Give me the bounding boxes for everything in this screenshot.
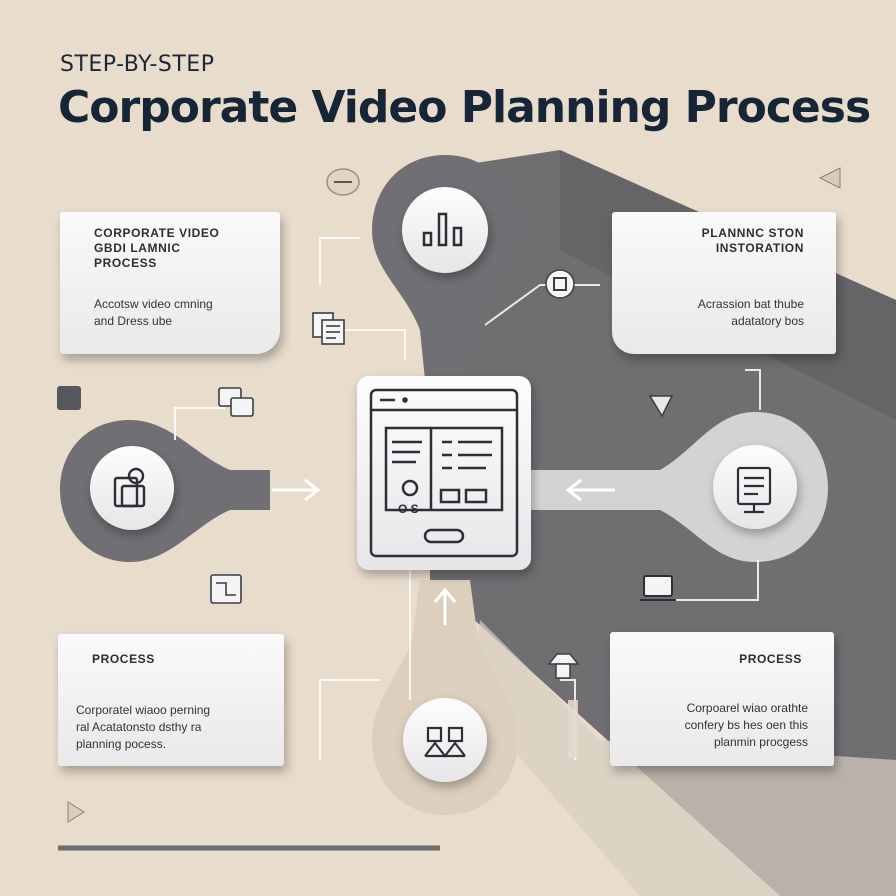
funnel-icon (648, 395, 674, 418)
flow-doc-icon (210, 574, 242, 604)
lamp-icon (547, 653, 580, 679)
card-top-right: PLANNNC STON INSTORATION Acrassion bat t… (612, 212, 836, 354)
card-heading: CORPORATE VIDEO GBDI LAMNIC PROCESS (94, 226, 220, 270)
document-icon (736, 466, 772, 514)
card-body: Acrassion bat thube adatatory bos (697, 297, 804, 328)
arrow-marker-icon (818, 167, 841, 189)
card-body: Corpoarel wiao orathte confery bs hes oe… (684, 701, 808, 749)
center-screen-icon (369, 388, 519, 558)
cup-icon (545, 269, 575, 299)
documents-icon (312, 312, 345, 345)
media-files-icon (113, 467, 146, 508)
center-label: O S (398, 502, 419, 516)
kicker-text: STEP-BY-STEP (60, 52, 215, 77)
left-circle (90, 446, 174, 530)
card-body: Accotsw video cmning and Dress ube (94, 297, 213, 328)
arrow-right-to-center (565, 478, 615, 502)
page-title: Corporate Video Planning Process (58, 82, 871, 133)
card-top-left: CORPORATE VIDEO GBDI LAMNIC PROCESS Acco… (60, 212, 280, 354)
slides-icon (57, 386, 81, 410)
chat-icon (218, 387, 254, 417)
arrow-left-to-center (272, 478, 321, 502)
bar-chart-icon (422, 212, 463, 247)
card-bottom-right: PROCESS Corpoarel wiao orathte confery b… (610, 632, 834, 766)
users-icon (424, 726, 466, 758)
card-heading: PROCESS (739, 652, 802, 666)
card-bottom-left: PROCESS Corporatel wiaoo perning ral Aca… (58, 634, 284, 766)
monitor-icon (640, 575, 676, 601)
play-icon (67, 801, 85, 823)
center-device (357, 376, 531, 570)
card-heading: PROCESS (92, 652, 155, 666)
card-body: Corporatel wiaoo perning ral Acatatonsto… (76, 703, 211, 751)
arrow-bottom-to-center (433, 587, 457, 625)
card-heading: PLANNNC STON INSTORATION (701, 226, 804, 255)
bottom-circle (403, 698, 487, 782)
video-screen-icon (326, 168, 360, 196)
connector-lines (174, 237, 761, 760)
small-pillar (568, 700, 578, 758)
